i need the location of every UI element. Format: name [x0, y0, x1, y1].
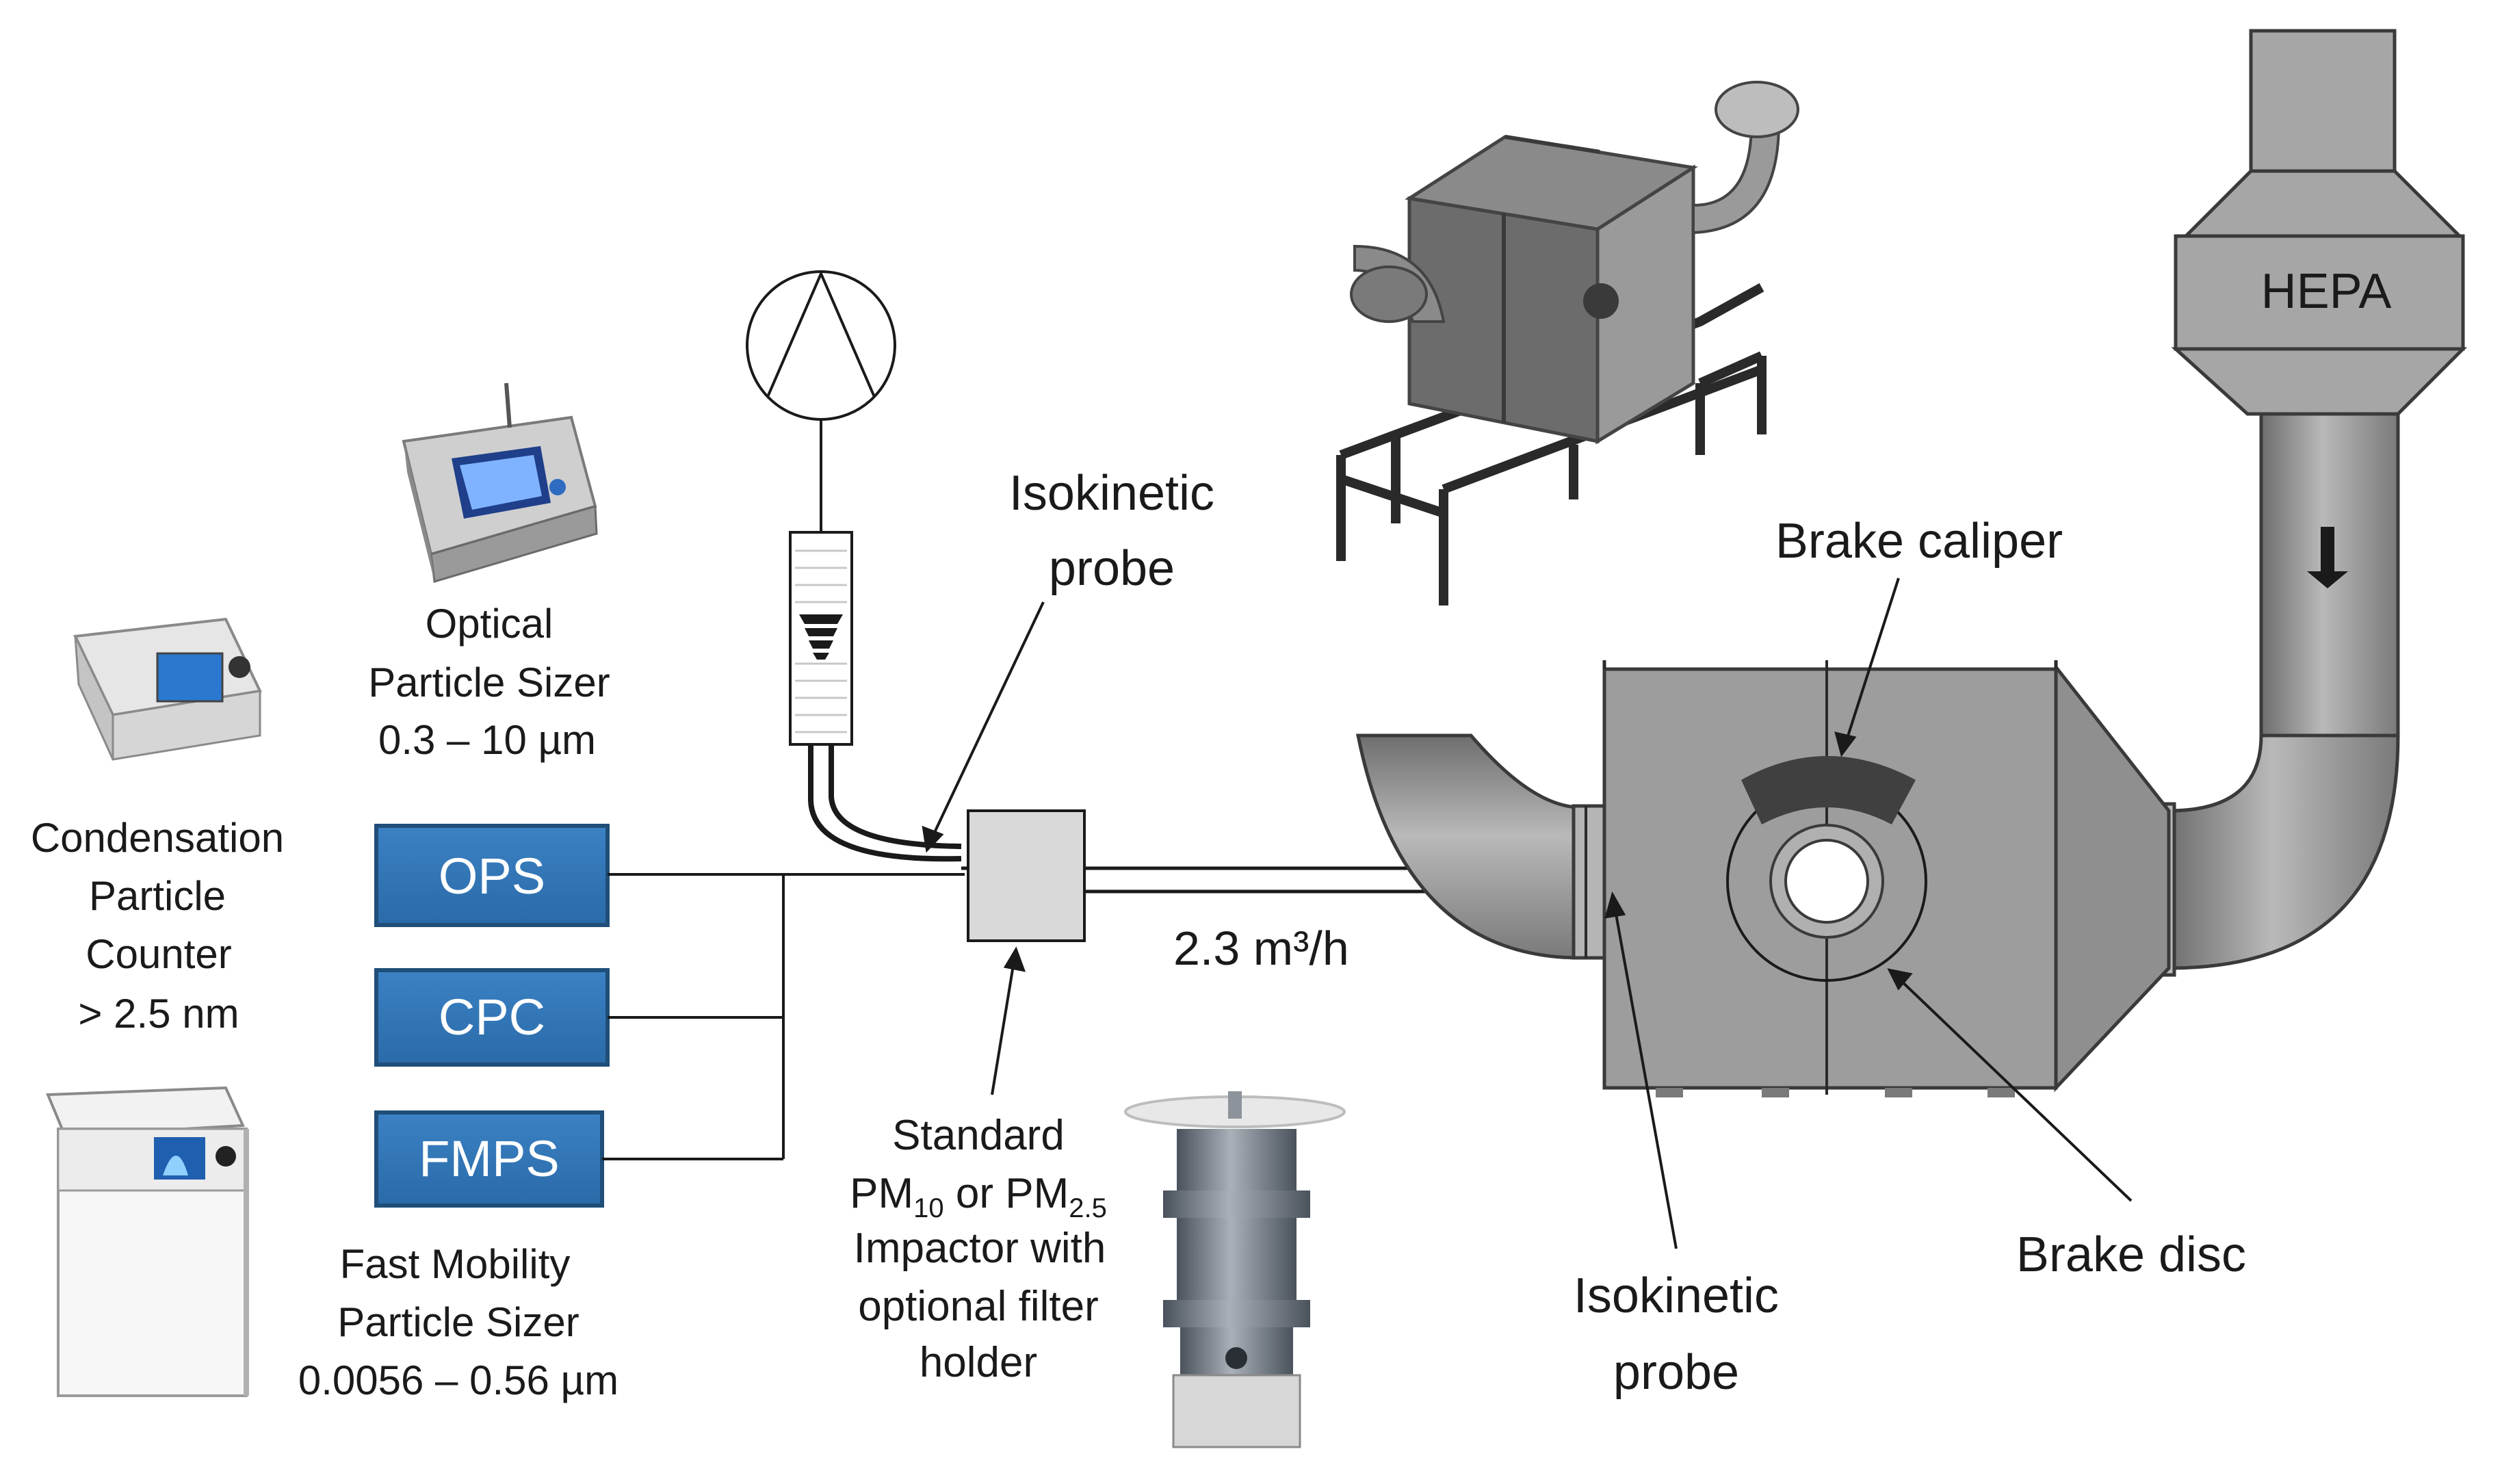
isokinetic-probe-top-line1: Isokinetic — [1009, 466, 1214, 521]
impactor-line1: Standard — [892, 1112, 1065, 1159]
isokinetic-probe-top-line2: probe — [1049, 541, 1175, 596]
ops-device-image — [402, 382, 598, 583]
ops-name-line2: Particle Sizer — [368, 660, 610, 705]
ops-name-line1: Optical — [426, 601, 553, 647]
impactor-box — [967, 809, 1086, 942]
isokinetic-probe-bottom-line2: probe — [1613, 1345, 1739, 1400]
brake-caliper-label: Brake caliper — [1775, 514, 2063, 569]
brake-caliper-arrow — [1834, 577, 1900, 757]
impactor-pm25-main: PM — [1005, 1170, 1069, 1217]
ops-box-label: OPS — [439, 848, 545, 904]
ops-box: OPS — [374, 824, 610, 927]
cpc-name-line1: Condensation — [31, 815, 284, 861]
flow-down-arrow-icon — [2307, 527, 2348, 588]
isokinetic-probe-top-arrow — [922, 601, 1045, 853]
cpc-name-line3: Counter — [86, 931, 231, 977]
pump-tubing — [808, 744, 962, 862]
brake-disc-arrow — [1887, 968, 2133, 1202]
ops-range: 0.3 – 10 µm — [378, 717, 596, 763]
isokinetic-probe-bottom-arrow — [1604, 891, 1678, 1249]
impactor-or: or — [944, 1170, 1006, 1217]
cpc-box: CPC — [374, 968, 610, 1067]
fmps-name-line1: Fast Mobility — [340, 1241, 571, 1287]
brake-chamber — [1355, 660, 2171, 1097]
impactor-image — [1124, 1091, 1346, 1448]
enclosure-3d-render — [1336, 81, 1799, 606]
sample-manifold-lines — [602, 873, 965, 1160]
impactor-arrow — [991, 946, 1026, 1095]
cpc-box-label: CPC — [439, 989, 545, 1045]
impactor-line4: optional filter — [858, 1283, 1099, 1330]
flowmeter — [789, 531, 853, 746]
brake-disc — [1726, 781, 1927, 982]
impactor-line3: Impactor with — [854, 1225, 1106, 1272]
fmps-range: 0.0056 – 0.56 µm — [298, 1357, 618, 1403]
impactor-pm10-main: PM — [850, 1170, 913, 1217]
pump-symbol — [746, 270, 896, 421]
brake-caliper — [1741, 756, 1916, 824]
isokinetic-probe-bottom-line1: Isokinetic — [1574, 1268, 1779, 1323]
impactor-line5: holder — [920, 1339, 1037, 1386]
impactor-pm25-sub: 2.5 — [1069, 1193, 1107, 1223]
fmps-device-image — [46, 1086, 249, 1397]
cpc-device-image — [73, 617, 262, 761]
cpc-range: > 2.5 nm — [78, 991, 239, 1037]
fmps-box: FMPS — [374, 1110, 604, 1208]
impactor-pm10-sub: 10 — [913, 1193, 944, 1223]
fmps-box-label: FMPS — [419, 1130, 560, 1187]
impactor-line2: PM10 or PM2.5 — [850, 1170, 1107, 1223]
hepa-duct — [2160, 29, 2468, 977]
cpc-name-line2: Particle — [89, 873, 226, 919]
hepa-label: HEPA — [2261, 264, 2392, 319]
flow-rate-label: 2.3 m³/h — [1173, 922, 1349, 975]
fmps-name-line2: Particle Sizer — [337, 1299, 579, 1345]
brake-disc-label: Brake disc — [2016, 1227, 2246, 1282]
